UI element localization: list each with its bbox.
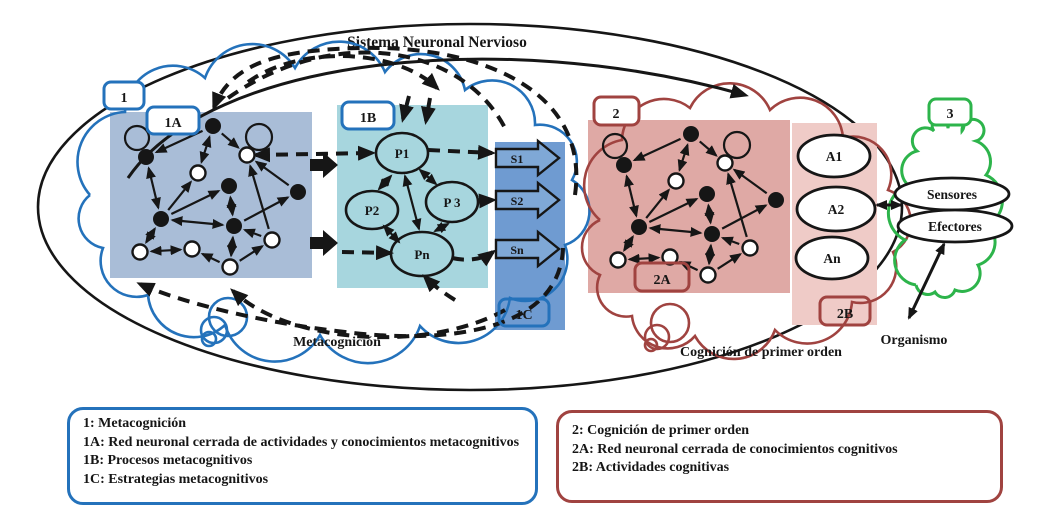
loop-bottom-inner [230,288,506,340]
effectors-organism-arrow [907,242,946,320]
dashed-into-pn-left [341,245,394,261]
badge-3-label: 3 [947,107,954,122]
badge-1a-label: 1A [164,116,182,131]
badge-1b-label: 1B [360,111,376,126]
s2-arrow [494,180,561,220]
sn-label: Sn [510,243,524,257]
process-links [377,168,450,244]
badge-1b [340,100,396,131]
legend-line: 1B: Procesos metacognitivos [83,453,253,468]
legend-line: 2A: Red neuronal cerrada de conocimiento… [572,441,898,457]
badge-1c-label: 1C [515,308,532,323]
red-cloud-tail-large [649,302,691,344]
dashed-stub-p1-a [399,95,414,123]
legend-metacognition: 1: Metacognición 1A: Red neuronal cerrad… [67,407,538,505]
s2-label: S2 [511,194,524,208]
an-ellipse [794,235,870,281]
sn-arrow [494,229,561,269]
sensors-label: Sensores [927,187,977,202]
badge-1a [145,105,201,136]
dashed-into-pn-bottom [422,274,457,302]
legend-line: 1A: Red neuronal cerrada de actividades … [83,434,520,450]
metacognition-label: Metacognición [293,335,381,350]
pn-label: Pn [414,247,430,262]
legend-line: 2B: Actividades cognitivas [572,460,730,475]
first-order-label: Cognición de primer orden [680,345,842,360]
a1-label: A1 [826,149,843,164]
bold-arrow-1a-1b-bottom [310,230,338,256]
region-1b-rect [337,105,488,288]
strategy-arrows [494,138,561,269]
badge-2-label: 2 [613,107,620,122]
p1-label: P1 [395,146,409,161]
badge-2 [592,95,641,127]
p3-ellipse [424,180,480,224]
legend-first-order: 2: Cognición de primer orden 2A: Red neu… [556,410,1003,503]
badge-3 [927,97,973,127]
process-ellipses [344,131,480,278]
bold-arrow-1a-1b-top [310,152,338,178]
p1-ellipse [374,131,430,175]
activity-ellipses [794,133,877,281]
dashed-stub-p1-b [421,97,436,125]
loop-1a-over-1b [226,50,507,129]
badge-1-label: 1 [121,91,128,106]
effectors-ellipse [896,208,1014,244]
dashed-p3-to-s2 [477,193,497,209]
loop-1a-to-1b-top [246,54,440,91]
badge-2a [633,261,691,293]
a2-label: A2 [828,202,845,217]
organism-label: Organismo [881,333,948,348]
s1-label: S1 [511,152,524,166]
badge-1c [497,297,551,328]
p2-label: P2 [365,203,379,218]
effectors-label: Efectores [928,219,982,234]
badge-1 [102,80,146,111]
legend-line: 1C: Estrategias metacognitivos [83,471,269,487]
network-2a [601,126,784,284]
a1-ellipse [796,133,872,179]
network-1a [123,118,306,276]
metacognitive-feedback-loops [136,45,579,340]
pn-ellipse [389,230,455,278]
red-cloud-tail-small [643,337,659,353]
badges [102,80,973,328]
badge-2b-label: 2B [837,307,853,322]
badge-2b [818,295,872,327]
an-label: An [823,251,841,266]
blue-cloud-tail-small [200,330,218,348]
p3-label: P 3 [444,195,461,210]
legend-line: 1: Metacognición [83,416,187,431]
legend-line: 2: Cognición de primer orden [572,423,750,438]
loop-1c-bottom-to-1a [136,247,565,339]
loop-1c-to-1a [212,45,579,196]
dashed-pn-to-sn [451,249,497,267]
badge-2a-label: 2A [653,273,671,288]
s1-arrow [494,138,561,178]
p2-ellipse [344,189,400,231]
dashed-p1-to-s1 [427,144,496,160]
